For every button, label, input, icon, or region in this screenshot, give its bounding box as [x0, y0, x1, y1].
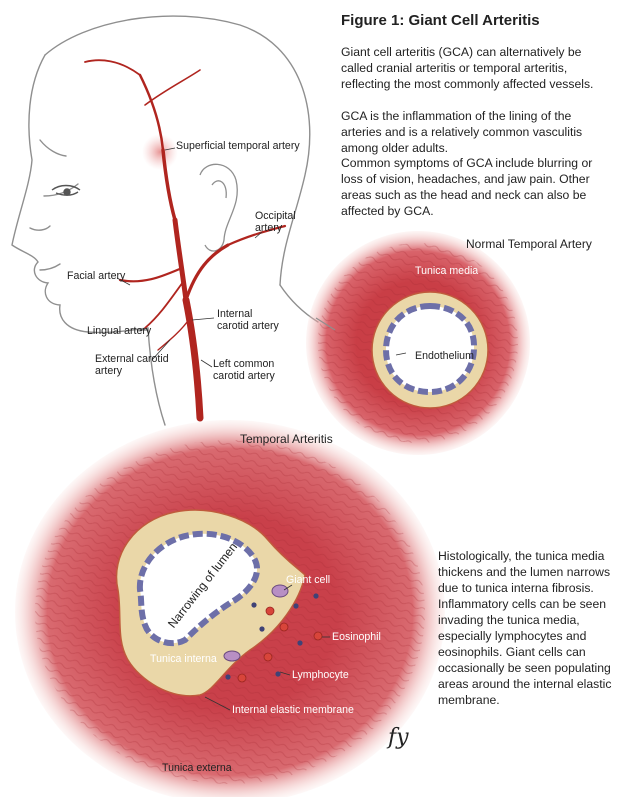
label-internal-elastic-membrane: Internal elastic membrane [232, 704, 354, 716]
ear [199, 163, 238, 252]
histology-paragraph: Histologically, the tunica media thicken… [438, 549, 612, 707]
inflammation-glow [142, 134, 178, 170]
artery-tree [84, 59, 287, 422]
intro-paragraph: Giant cell arteritis (GCA) can alternati… [341, 45, 594, 91]
normal-artery-caption: Normal Temporal Artery [466, 237, 592, 251]
eosinophil-cells [237, 606, 323, 683]
symptoms-paragraph: Common symptoms of GCA include blurring … [341, 156, 593, 218]
giant-cell [223, 584, 289, 662]
head-outline [11, 15, 319, 426]
label-tunica-media: Tunica media [415, 265, 479, 277]
label-external-carotid-artery: External carotid artery [95, 353, 169, 377]
arteritis-caption: Temporal Arteritis [240, 432, 333, 446]
lymphocyte-cells [225, 593, 319, 680]
artist-signature: fy [388, 725, 409, 750]
label-giant-cell: Giant cell [286, 574, 331, 586]
label-facial-artery: Facial artery [67, 270, 126, 282]
definition-paragraph: GCA is the inflammation of the lining of… [341, 109, 583, 155]
label-lingual-artery: Lingual artery [87, 325, 152, 337]
label-superficial-temporal-artery: Superficial temporal artery [176, 140, 300, 152]
label-tunica-interna: Tunica interna [150, 653, 217, 665]
leader-lines [116, 147, 263, 368]
figure-title: Figure 1: Giant Cell Arteritis [341, 12, 540, 29]
arteritis-lumen [136, 530, 260, 647]
label-lymphocyte: Lymphocyte [292, 669, 349, 681]
label-eosinophil: Eosinophil [332, 631, 381, 643]
normal-artery-endothelium [382, 302, 478, 396]
label-left-common-carotid-artery: Left common carotid artery [213, 358, 275, 382]
eye [51, 184, 81, 196]
arteritis-leader-lines [204, 584, 330, 711]
label-occipital-artery: Occipital artery [255, 210, 296, 234]
label-endothelium: Endothelium [415, 350, 474, 362]
label-internal-carotid-artery: Internal carotid artery [217, 308, 279, 332]
label-tunica-externa: Tunica externa [162, 762, 232, 774]
